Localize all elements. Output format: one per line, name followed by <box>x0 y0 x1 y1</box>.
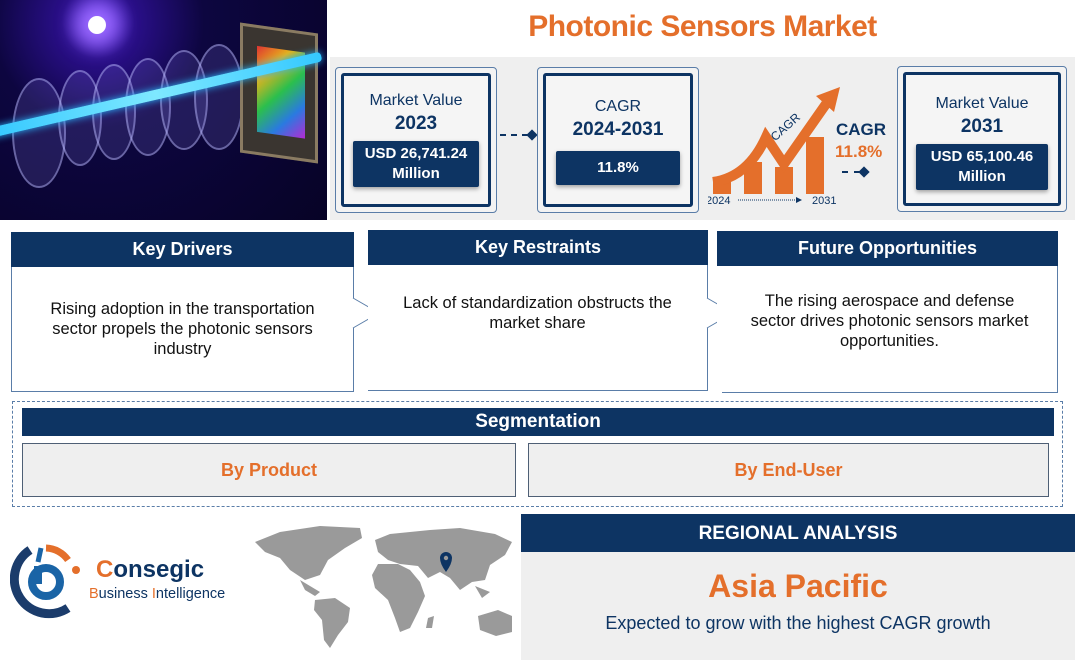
page-title: Photonic Sensors Market <box>528 10 877 43</box>
cagr-graphic-label: CAGR <box>836 120 887 139</box>
segment-by-product[interactable]: By Product <box>22 443 516 497</box>
future-opportunities-text: The rising aerospace and defense sector … <box>722 266 1058 393</box>
key-drivers-panel: Key Drivers Rising adoption in the trans… <box>11 232 354 392</box>
stat-label: CAGR <box>594 98 642 115</box>
market-value-2023-card: Market Value 2023 USD 26,741.24 Million <box>335 67 497 213</box>
key-restraints-text: Lack of standardization obstructs the ma… <box>368 265 708 391</box>
diamond-marker <box>526 129 538 141</box>
stat-value: USD 26,741.24 Million <box>353 141 479 187</box>
stats-band: Market Value 2023 USD 26,741.24 Million … <box>330 57 1075 220</box>
key-restraints-title: Key Restraints <box>368 230 708 265</box>
growth-chart-icon: 2024 2031 <box>706 87 840 207</box>
world-map <box>255 526 512 648</box>
market-value-2031-card: Market Value 2031 USD 65,100.46 Million <box>897 66 1067 212</box>
stat-year: 2031 <box>960 116 1004 137</box>
location-pin-icon <box>440 552 452 572</box>
logo-mark-icon <box>9 544 80 619</box>
key-drivers-title: Key Drivers <box>11 232 354 267</box>
stat-value: 11.8% <box>556 151 680 185</box>
key-drivers-text: Rising adoption in the transportation se… <box>11 267 354 392</box>
segment-by-end-user[interactable]: By End-User <box>528 443 1049 497</box>
brand-name: Consegic <box>96 556 205 583</box>
stat-label: Market Value <box>369 92 463 109</box>
cagr-graphic-value: 11.8% <box>835 142 883 161</box>
cagr-growth-graphic: 2024 2031 CAGR CAGR 11.8% <box>706 82 893 217</box>
regional-analysis-panel: Asia Pacific Expected to grow with the h… <box>521 552 1075 660</box>
regional-analysis-title: REGIONAL ANALYSIS <box>521 514 1075 552</box>
segmentation-title: Segmentation <box>22 408 1054 436</box>
svg-text:2031: 2031 <box>812 195 836 207</box>
cagr-card: CAGR 2024-2031 11.8% <box>537 67 699 213</box>
stat-label: Market Value <box>935 95 1029 112</box>
stat-value: USD 65,100.46 Million <box>916 144 1048 190</box>
hero-photonics-image <box>0 0 327 220</box>
lens-shape <box>194 44 244 150</box>
stat-year: 2023 <box>394 113 438 134</box>
segmentation-panel: Segmentation By Product By End-User <box>12 401 1063 507</box>
region-name: Asia Pacific <box>708 568 888 604</box>
brand-tagline: Business Intelligence <box>89 586 226 602</box>
future-opportunities-title: Future Opportunities <box>717 231 1058 266</box>
dashed-connector <box>500 134 528 136</box>
stat-period: 2024-2031 <box>572 119 664 140</box>
sensor-chip <box>240 22 318 164</box>
future-opportunities-panel: Future Opportunities The rising aerospac… <box>717 231 1058 393</box>
svg-text:2024: 2024 <box>708 195 730 207</box>
consegic-logo: Consegic Business Intelligence <box>9 540 230 620</box>
dashed-connector <box>842 171 860 173</box>
key-restraints-panel: Key Restraints Lack of standardization o… <box>368 230 708 391</box>
light-flare <box>88 16 106 34</box>
region-description: Expected to grow with the highest CAGR g… <box>605 613 991 633</box>
lens-shape <box>12 78 66 188</box>
